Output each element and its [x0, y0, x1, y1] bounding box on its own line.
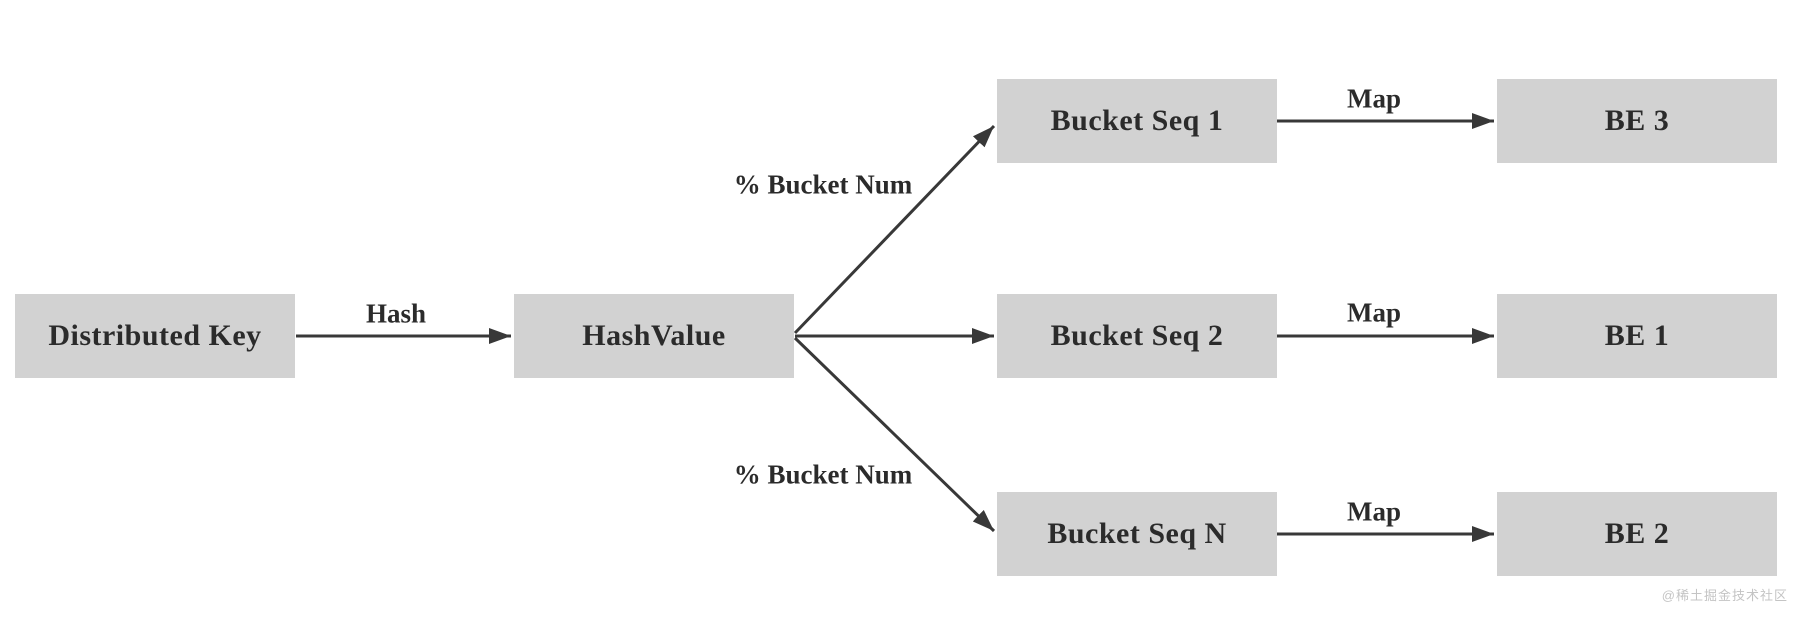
- edge-label-hash: Hash: [365, 298, 427, 329]
- node-bucket-seq-2: Bucket Seq 2: [997, 294, 1277, 378]
- edge-bucket-num-bottom-arrow: [793, 336, 996, 533]
- edge-label-map-middle: Map: [1347, 297, 1401, 328]
- watermark-text: @稀土掘金技术社区: [1661, 588, 1788, 603]
- edge-bucket-num-top-arrow: [793, 124, 996, 335]
- node-be-2: BE 2: [1497, 492, 1777, 576]
- node-be-1: BE 1: [1497, 294, 1777, 378]
- node-bucket-seq-n: Bucket Seq N: [997, 492, 1277, 576]
- node-bucket-seq-1: Bucket Seq 1: [997, 79, 1277, 163]
- edge-label-map-bottom: Map: [1347, 496, 1401, 527]
- edge-label-map-top: Map: [1347, 83, 1401, 114]
- node-be-3: BE 3: [1497, 79, 1777, 163]
- node-distributed-key: Distributed Key: [15, 294, 295, 378]
- node-hash-value: HashValue: [514, 294, 794, 378]
- edge-label-bucket-num-bottom: % Bucket Num: [733, 459, 913, 490]
- edge-label-bucket-num-top: % Bucket Num: [733, 169, 913, 200]
